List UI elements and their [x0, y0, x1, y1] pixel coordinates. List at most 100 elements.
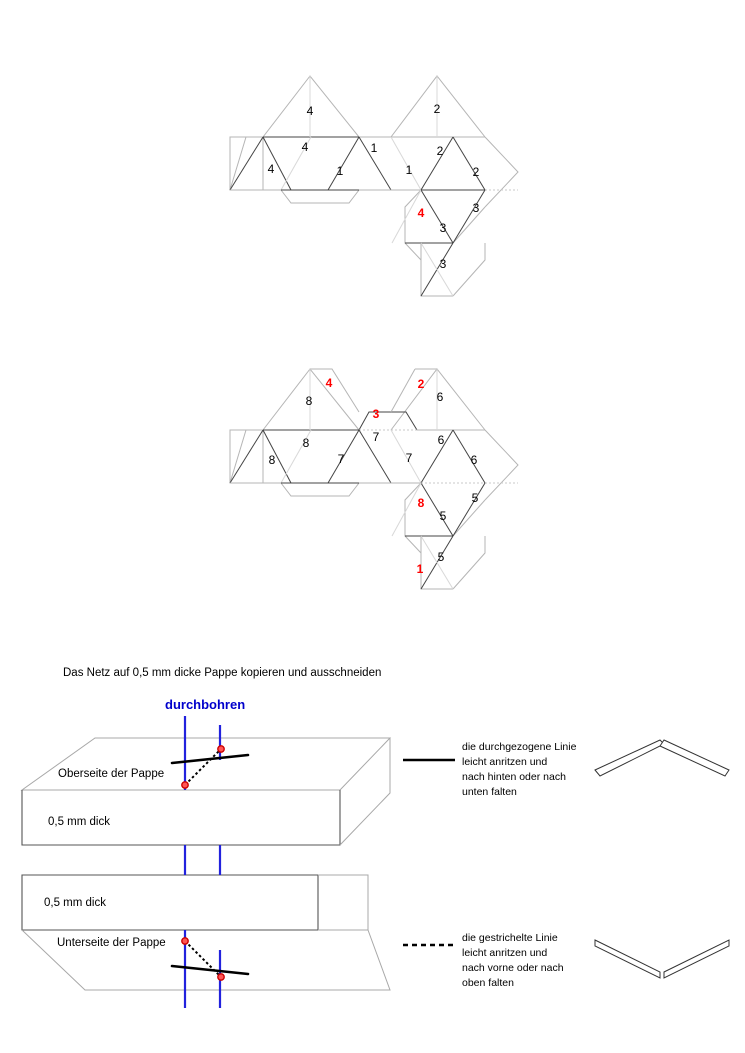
net1-edge-e: [327, 136, 360, 191]
first-net-diagram-face-label: 4: [302, 140, 309, 154]
top-surface-label: Oberseite der Pappe: [58, 768, 164, 780]
net2-flap-red2-edge: [390, 368, 416, 413]
top-face-score-marks: [170, 745, 250, 789]
net1-lower-edge-f: [420, 242, 454, 297]
net2-right-flap: [484, 429, 519, 501]
first-net-diagram-face-label: 1: [371, 141, 378, 155]
second-net-diagram-red-label: 1: [417, 562, 424, 576]
bottom-solid-score-line: [170, 964, 250, 976]
top-thickness-label: 0,5 mm dick: [48, 816, 110, 828]
net1-lower-edge-b: [391, 189, 422, 244]
legend-dashed-line-1: die gestrichelte Linie: [462, 932, 558, 944]
bottom-marker-upper: [181, 937, 189, 945]
valley-fold-left-panel: [594, 939, 661, 979]
net1-edge-d: [358, 136, 392, 191]
first-net-diagram-face-label: 2: [473, 165, 480, 179]
legend-solid-line-3: nach hinten oder nach: [462, 771, 566, 783]
second-net-diagram-face-label: 8: [303, 436, 310, 450]
top-marker-upper: [217, 745, 225, 753]
legend-dashed-line-2: leicht anritzen und: [462, 947, 547, 959]
first-net-diagram-face-label: 2: [434, 102, 441, 116]
second-net-diagram-face-label: 5: [440, 509, 447, 523]
top-marker-lower: [181, 781, 189, 789]
bottom-face-score-marks: [170, 937, 250, 981]
legend-dashed-line-4: oben falten: [462, 977, 514, 989]
bottom-surface-label: Unterseite der Pappe: [57, 937, 166, 949]
bottom-dotted-score-line: [184, 940, 222, 978]
second-net-diagram-face-label: 6: [471, 453, 478, 467]
second-net-diagram: 8 8 8 7 7 7 6 6 6 5 5 5 4 3 2 8 1: [229, 368, 519, 590]
net2-bottom-diamond-right: [452, 536, 486, 590]
first-net-diagram-face-label: 1: [337, 164, 344, 178]
net2-bottom-diamond-left: [404, 535, 453, 590]
drill-label: durchbohren: [165, 697, 245, 712]
net1-edge-f: [390, 136, 422, 191]
first-net-diagram-face-label: 4: [307, 104, 314, 118]
mountain-fold-left-panel: [594, 739, 665, 777]
first-net-diagram-face-label: 1: [406, 163, 413, 177]
net1-edge-c: [280, 136, 312, 191]
top-block-side-face: [339, 738, 391, 846]
second-net-diagram-red-label: 4: [326, 376, 333, 390]
top-cardboard-block: [20, 737, 392, 846]
valley-fold-right-panel: [663, 939, 730, 979]
second-net-diagram-face-label: 6: [438, 433, 445, 447]
net2-lower-right-edge: [452, 499, 486, 537]
first-net-diagram-face-label: 3: [440, 257, 447, 271]
net2-lower-edge-b: [391, 482, 422, 537]
legend-solid-line-4: unten falten: [462, 786, 517, 798]
net2-edge-g: [420, 429, 454, 484]
net2-edge-h: [452, 429, 486, 484]
bottom-cardboard-block: [21, 874, 391, 991]
net1-bottom-flap: [280, 189, 360, 204]
net1-lower-right-edge: [452, 206, 486, 244]
legend-solid-line-2: leicht anritzen und: [462, 756, 547, 768]
top-block-top-face: [20, 737, 392, 791]
second-net-diagram-face-label: 5: [472, 491, 479, 505]
net1-left-flap-fold: [229, 136, 247, 191]
second-net-diagram-red-label: 3: [373, 407, 380, 421]
net1-edge-a: [229, 136, 264, 191]
net1-bottom-diamond-right: [452, 243, 486, 297]
bottom-block-side-face: [318, 874, 369, 931]
top-block-front-face: [21, 790, 341, 846]
second-net-diagram-face-label: 7: [406, 451, 413, 465]
mountain-fold-right-panel: [659, 739, 730, 777]
net2-lower-edge-c: [452, 482, 486, 537]
legend-solid-line-1: die durchgezogene Linie: [462, 741, 577, 753]
net2-edge-b: [262, 429, 292, 484]
bottom-block-bottom-face: [21, 929, 391, 991]
first-net-diagram: 4 4 4 1 1 1 2 2 2 3 3 3 4: [229, 75, 519, 297]
net1-lower-edge-a: [420, 189, 454, 244]
second-net-diagram-face-label: 5: [438, 550, 445, 564]
second-net-diagram-red-label: 2: [418, 377, 425, 391]
net2-left-flap-fold: [229, 429, 247, 484]
legend-dashed: die gestrichelte Linie leicht anritzen u…: [403, 932, 730, 989]
net2-bottom-flap: [280, 482, 360, 497]
net2-lower-edge-a: [420, 482, 454, 537]
net2-flap-red4: [310, 368, 360, 413]
net1-edge-g: [420, 136, 454, 191]
first-net-diagram-face-label: 3: [473, 201, 480, 215]
second-net-diagram-face-label: 6: [437, 390, 444, 404]
net2-edge-f: [390, 429, 422, 484]
net2-edge-d: [358, 429, 392, 484]
second-net-diagram-face-label: 8: [269, 453, 276, 467]
first-net-diagram-face-label: 4: [268, 162, 275, 176]
net1-lower-edge-c: [452, 189, 486, 244]
second-net-diagram-face-label: 7: [338, 452, 345, 466]
first-net-diagram-face-label: 3: [440, 221, 447, 235]
first-net-diagram-face-label: 2: [437, 144, 444, 158]
second-net-diagram-face-label: 8: [306, 394, 313, 408]
second-net-diagram-face-label: 7: [373, 430, 380, 444]
legend-dashed-line-3: nach vorne oder nach: [462, 962, 564, 974]
net1-right-flap: [484, 136, 519, 208]
top-dotted-score-line: [184, 748, 222, 786]
net2-lower-edge-f: [420, 535, 454, 590]
net2-edge-a: [229, 429, 264, 484]
second-net-diagram-red-label: 8: [418, 496, 425, 510]
first-net-diagram-red-label: 4: [418, 206, 425, 220]
legend-solid: die durchgezogene Linie leicht anritzen …: [403, 739, 730, 798]
